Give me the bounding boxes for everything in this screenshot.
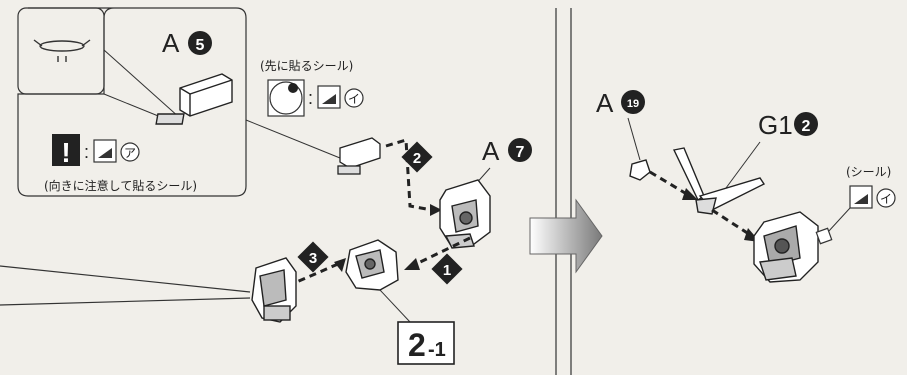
first-sticker-note: (先に貼るシール) [260, 58, 353, 73]
sticker-swatch-right [850, 186, 872, 208]
view-direction-icon [34, 40, 90, 62]
part-a5-number-badge: 5 [188, 31, 212, 55]
part-a19-drawing [630, 160, 650, 180]
svg-text:イ: イ [880, 192, 892, 206]
part-g1-2-number-badge: 2 [794, 112, 818, 136]
sticker-note-right: (シール) [846, 165, 891, 179]
first-sticker-colon: : [308, 88, 313, 108]
assembly-path-g1 [712, 210, 752, 236]
first-sticker-circle [268, 80, 304, 116]
sticker-swatch-a [94, 140, 116, 162]
step-badge-1: 1 [431, 253, 462, 284]
transition-arrow [530, 200, 602, 272]
part-middle-drawing [346, 240, 398, 290]
svg-text:-1: -1 [428, 339, 446, 361]
part-a19-number-badge: 19 [621, 90, 645, 114]
step-badge-3: 3 [297, 241, 328, 272]
part-left-final-drawing [252, 258, 296, 322]
part-final-assembly-drawing [754, 212, 818, 282]
svg-text:19: 19 [627, 98, 639, 110]
svg-text:3: 3 [309, 250, 317, 267]
svg-text:2: 2 [802, 118, 811, 135]
part-g1-2-letter: G1 [758, 110, 793, 140]
part-a7-drawing [440, 180, 490, 248]
part-a7-number-badge: 7 [508, 138, 532, 162]
part-a5-letter: A [162, 28, 180, 58]
assembly-path-a19 [650, 172, 690, 196]
part-g1-2-drawing [674, 148, 764, 214]
svg-text:イ: イ [348, 92, 360, 106]
warning-badge: ! [52, 134, 80, 168]
svg-text:7: 7 [516, 144, 525, 161]
part-a7-letter: A [482, 136, 500, 166]
svg-text:1: 1 [443, 262, 451, 279]
sticker-mark-a: ア [121, 143, 139, 161]
svg-text:ア: ア [124, 146, 136, 160]
step-number-box: 2 -1 [398, 322, 454, 364]
part-a5-drawing [156, 74, 232, 124]
orientation-note: (向きに注意して貼るシール) [44, 178, 197, 193]
svg-text:2: 2 [413, 150, 421, 167]
sticker-swatch-i [318, 86, 340, 108]
part-a5-sticker-applied [338, 138, 380, 174]
sticker-mark-right: イ [877, 189, 895, 207]
warning-colon: : [84, 142, 89, 162]
svg-text:5: 5 [196, 37, 205, 54]
svg-text:2: 2 [408, 327, 426, 363]
sticker-mark-i: イ [345, 89, 363, 107]
svg-text:!: ! [61, 137, 70, 168]
part-a19-letter: A [596, 88, 614, 118]
